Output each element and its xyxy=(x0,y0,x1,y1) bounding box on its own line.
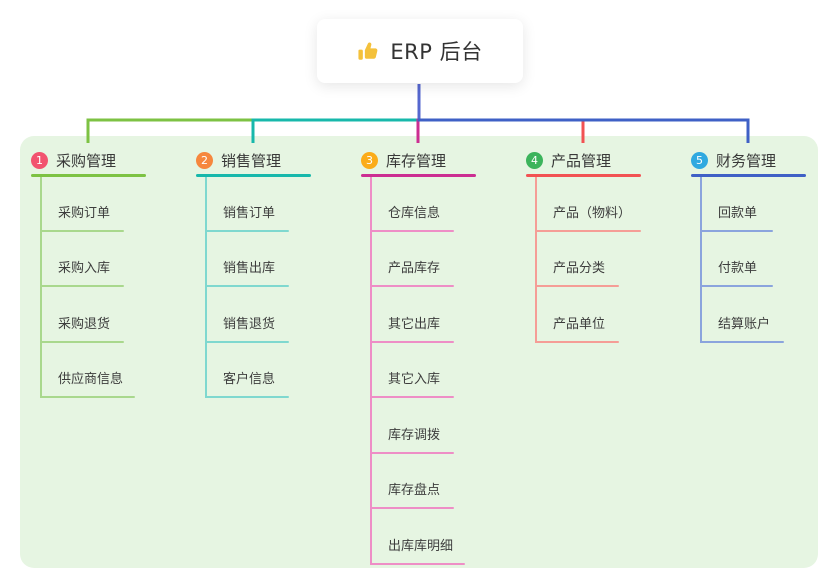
branch-label: 库存管理 xyxy=(386,151,447,170)
branch-heading-1[interactable]: 1 采购管理 xyxy=(31,149,116,171)
child-node[interactable]: 产品（物料） xyxy=(553,206,632,221)
child-node[interactable]: 回款单 xyxy=(718,206,758,221)
connector-line xyxy=(417,86,750,143)
child-branch-vline xyxy=(700,177,702,343)
child-node-underline xyxy=(370,396,454,398)
root-node-label: ERP 后台 xyxy=(390,40,483,64)
child-node-underline xyxy=(370,507,454,509)
child-node-underline xyxy=(370,341,454,343)
child-node[interactable]: 库存调拨 xyxy=(388,428,441,443)
child-node-underline xyxy=(40,341,124,343)
child-node[interactable]: 结算账户 xyxy=(718,317,771,332)
child-node[interactable]: 销售出库 xyxy=(223,261,276,276)
branch-underline xyxy=(361,174,476,177)
branch-label: 财务管理 xyxy=(716,151,777,170)
child-node[interactable]: 付款单 xyxy=(718,261,758,276)
child-branch-vline xyxy=(535,177,537,343)
child-node[interactable]: 采购入库 xyxy=(58,261,111,276)
child-node-underline xyxy=(370,452,454,454)
branch-underline xyxy=(526,174,641,177)
child-node-underline xyxy=(370,230,454,232)
child-node[interactable]: 出库库明细 xyxy=(388,539,454,554)
child-node[interactable]: 库存盘点 xyxy=(388,483,441,498)
child-node-underline xyxy=(700,285,773,287)
branch-heading-5[interactable]: 5 财务管理 xyxy=(691,149,776,171)
child-node-underline xyxy=(205,230,289,232)
child-node-underline xyxy=(205,396,289,398)
child-node-underline xyxy=(370,563,465,565)
child-node[interactable]: 产品分类 xyxy=(553,261,606,276)
child-branch-vline xyxy=(40,177,42,398)
child-node[interactable]: 客户信息 xyxy=(223,372,276,387)
child-node-underline xyxy=(535,230,641,232)
child-node[interactable]: 采购退货 xyxy=(58,317,111,332)
child-node-underline xyxy=(205,285,289,287)
branch-underline xyxy=(196,174,311,177)
child-branch-vline xyxy=(205,177,207,398)
branch-number-badge: 5 xyxy=(691,151,708,169)
child-node-underline xyxy=(40,230,124,232)
branch-number-badge: 1 xyxy=(31,151,48,169)
mindmap-background-panel xyxy=(20,136,818,568)
branch-heading-4[interactable]: 4 产品管理 xyxy=(526,149,611,171)
child-node[interactable]: 供应商信息 xyxy=(58,372,124,387)
child-node-underline xyxy=(205,341,289,343)
branch-heading-3[interactable]: 3 库存管理 xyxy=(361,149,446,171)
root-node-erp[interactable]: ERP 后台 xyxy=(317,19,523,83)
child-node[interactable]: 销售订单 xyxy=(223,206,276,221)
thumbs-up-icon xyxy=(358,42,378,60)
branch-label: 产品管理 xyxy=(551,151,612,170)
child-node-underline xyxy=(700,230,773,232)
child-node-underline xyxy=(535,285,619,287)
child-node[interactable]: 其它入库 xyxy=(388,372,441,387)
branch-number-badge: 4 xyxy=(526,151,543,169)
child-node-underline xyxy=(40,285,124,287)
branch-underline xyxy=(31,174,146,177)
child-branch-vline xyxy=(370,177,372,565)
branch-heading-2[interactable]: 2 销售管理 xyxy=(196,149,281,171)
branch-label: 采购管理 xyxy=(56,151,117,170)
child-node[interactable]: 采购订单 xyxy=(58,206,111,221)
child-node[interactable]: 其它出库 xyxy=(388,317,441,332)
child-node[interactable]: 产品库存 xyxy=(388,261,441,276)
child-node[interactable]: 产品单位 xyxy=(553,317,606,332)
branch-label: 销售管理 xyxy=(221,151,282,170)
connector-line xyxy=(86,86,421,143)
connector-line xyxy=(251,86,421,143)
branch-number-badge: 2 xyxy=(196,151,213,169)
child-node[interactable]: 销售退货 xyxy=(223,317,276,332)
connector-line xyxy=(417,86,585,143)
branch-number-badge: 3 xyxy=(361,151,378,169)
child-node-underline xyxy=(535,341,619,343)
branch-underline xyxy=(691,174,806,177)
child-node-underline xyxy=(700,341,784,343)
child-node[interactable]: 仓库信息 xyxy=(388,206,441,221)
connector-line xyxy=(416,86,421,143)
child-node-underline xyxy=(40,396,135,398)
child-node-underline xyxy=(370,285,454,287)
